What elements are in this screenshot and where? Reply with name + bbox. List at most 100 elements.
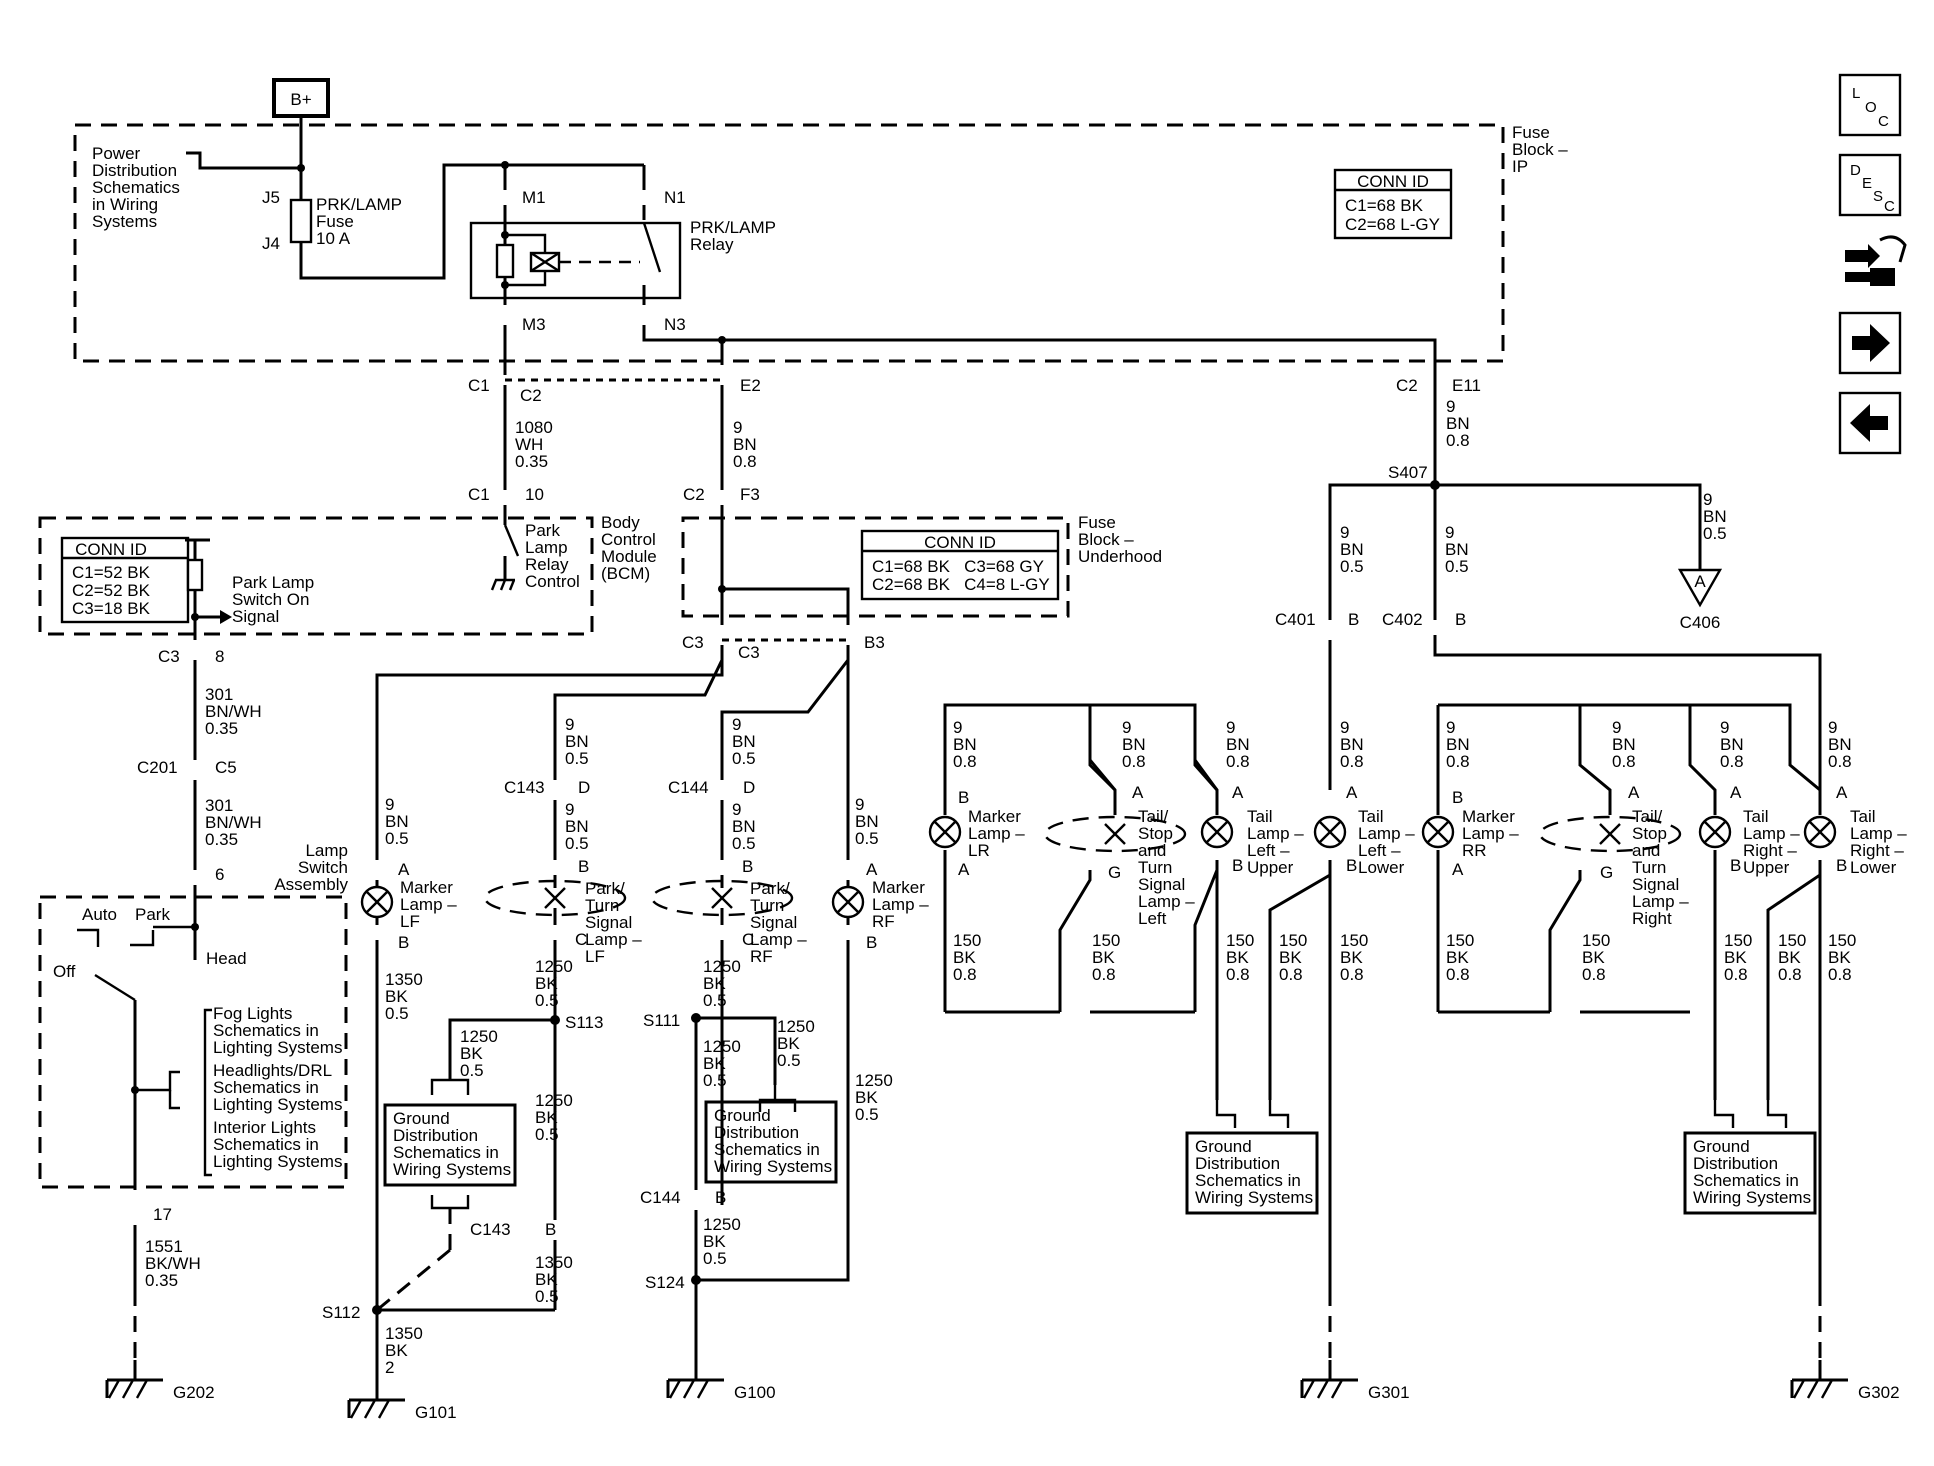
wrench-connector-icon[interactable] [1845, 235, 1907, 286]
conn-id-underhood-line2: C2=68 BK C4=8 L-GY [872, 575, 1050, 594]
conn-c201: C201 [137, 758, 178, 777]
prev-page-button[interactable] [1838, 391, 1902, 455]
c406-pin: A [1694, 572, 1706, 591]
splice-s407: S407 [1388, 463, 1428, 482]
park-rf-pin-c: C [742, 930, 754, 949]
ground-dist-ref-lf [383, 1103, 517, 1187]
desc-letter-e: E [1862, 175, 1872, 192]
conn-c3: C3 [158, 647, 180, 666]
conn-c143-pin-d: D [578, 778, 590, 797]
conn-c402: C402 [1382, 610, 1423, 629]
loc-letter-c: C [1878, 113, 1889, 130]
lamp-marker-rr [1421, 815, 1455, 849]
conn-c143-b: C143 [470, 1220, 511, 1239]
arrow-right-icon [1852, 324, 1890, 362]
lamp-tail-right-upper [1698, 815, 1732, 849]
tail-right-pin-g: G [1600, 863, 1613, 882]
tail-rl-pin-a: A [1836, 783, 1848, 802]
connector-c406 [1677, 568, 1723, 608]
lamp-marker-lr [928, 815, 962, 849]
ground-symbol-g302: G302 [1790, 1360, 1900, 1402]
loc-button[interactable]: L O C [1838, 73, 1902, 137]
prk-lamp-relay [469, 221, 682, 300]
loc-letter-l: L [1852, 85, 1860, 102]
conn-pin-6: 6 [215, 865, 224, 884]
conn-c144-pin-b: B [715, 1188, 726, 1207]
conn-e2: E2 [740, 376, 761, 395]
conn-id-ip-title: CONN ID [1357, 172, 1429, 191]
battery-label: B+ [290, 90, 311, 109]
desc-button[interactable]: D E S C [1838, 153, 1902, 217]
conn-id-ip-line1: C1=68 BK [1345, 196, 1424, 215]
lamp-tail-left-lower [1313, 815, 1347, 849]
conn-c406: C406 [1680, 613, 1721, 632]
conn-c401-pin-b: B [1348, 610, 1359, 629]
conn-c401: C401 [1275, 610, 1316, 629]
marker-lf-pin-b: B [398, 933, 409, 952]
arrow-left-icon [1850, 404, 1888, 442]
marker-lf-pin-a: A [398, 860, 410, 879]
conn-e11: E11 [1452, 376, 1481, 395]
conn-c5: C5 [215, 758, 237, 777]
conn-c2-ip: C2 [1396, 376, 1418, 395]
desc-letter-c: C [1884, 198, 1895, 215]
tail-rl-pin-b: B [1836, 856, 1847, 875]
splice-s112: S112 [322, 1303, 360, 1322]
conn-c2: C2 [520, 386, 542, 405]
prk-lamp-fuse [289, 198, 313, 244]
conn-id-bcm-line2: C2=52 BK [72, 581, 151, 600]
splice-s113: S113 [565, 1013, 603, 1032]
tail-left-pin-g: G [1108, 863, 1121, 882]
relay-pin-n3: N3 [664, 315, 686, 334]
lamp-tail-right-lower [1803, 815, 1837, 849]
conn-id-underhood-line1: C1=68 BK C3=68 GY [872, 557, 1044, 576]
next-page-button[interactable] [1838, 311, 1902, 375]
ground-symbol-g101: G101 [347, 1390, 457, 1422]
relay-pin-m1: M1 [522, 188, 546, 207]
switch-pos-auto: Auto [82, 905, 117, 924]
lamp-park-turn-rf [650, 879, 794, 917]
lamp-marker-lf [360, 885, 394, 919]
conn-id-underhood [860, 529, 1060, 601]
